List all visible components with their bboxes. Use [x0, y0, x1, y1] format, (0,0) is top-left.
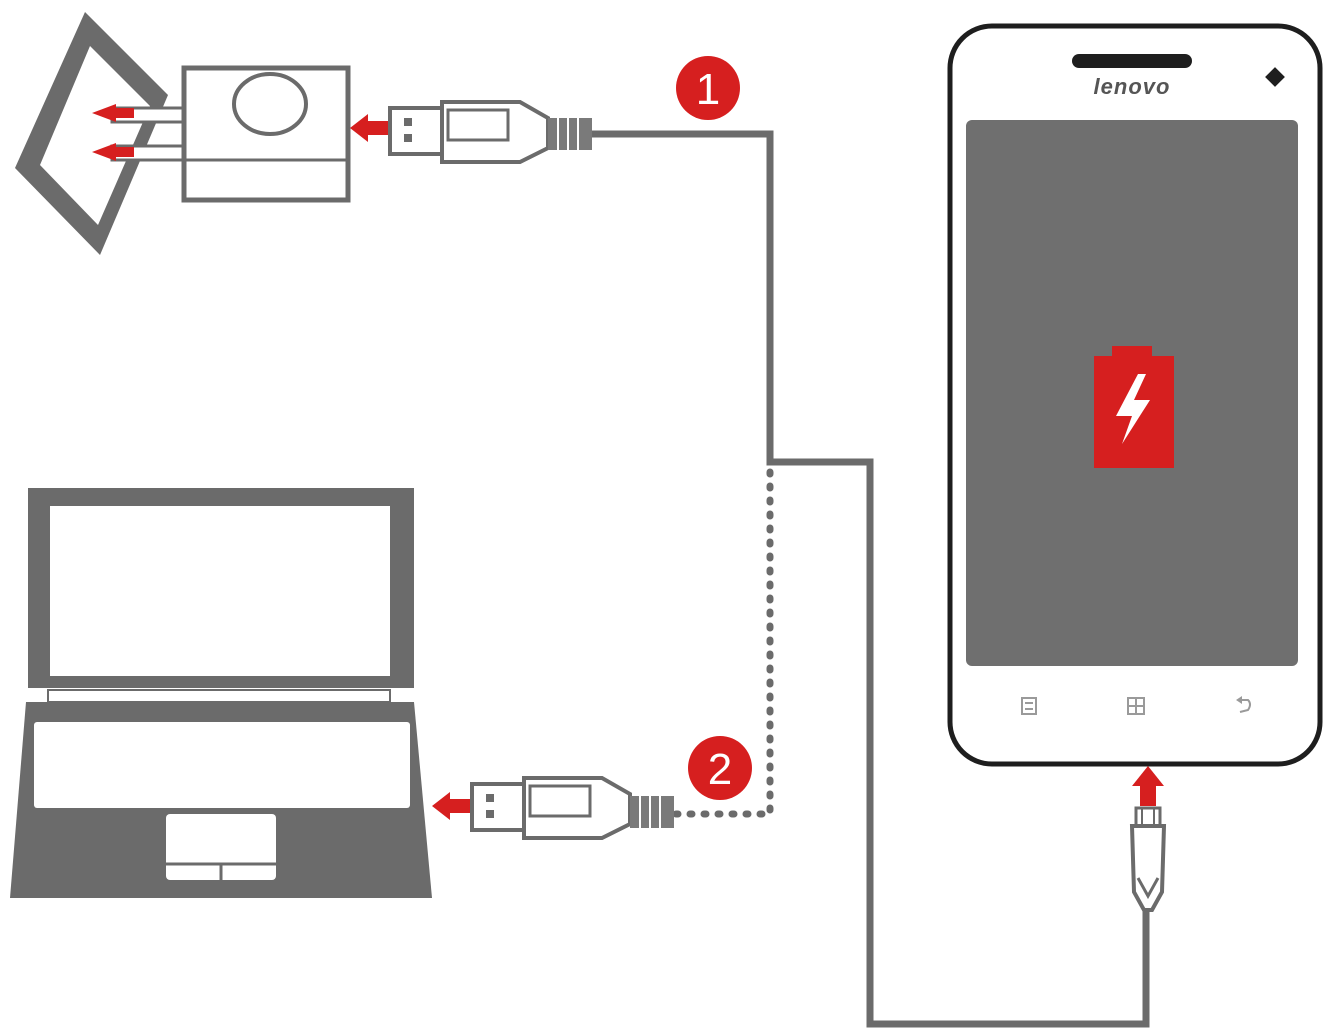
brand-logo: lenovo [1094, 74, 1171, 99]
camera-icon [1265, 67, 1285, 87]
arrow-icon [92, 104, 116, 122]
step-label: 2 [708, 745, 732, 794]
smartphone: lenovo [947, 23, 1323, 767]
back-key-icon[interactable] [1236, 696, 1251, 713]
step-label: 1 [696, 65, 720, 114]
arrow-icon [350, 114, 388, 142]
step-badge-2: 2 [688, 736, 752, 800]
step-badge-1: 1 [676, 56, 740, 120]
usb-plug [470, 776, 674, 840]
laptop [10, 488, 432, 898]
arrow-icon [92, 143, 116, 161]
usb-cable [592, 130, 1150, 1028]
battery-charging-icon [1094, 346, 1174, 468]
wall-adapter [92, 65, 351, 203]
micro-usb-plug [1129, 806, 1167, 912]
home-key-icon[interactable] [1127, 697, 1145, 715]
earpiece [1072, 54, 1192, 68]
arrow-icon [1132, 766, 1164, 806]
arrow-icon [432, 792, 470, 820]
usb-plug [388, 100, 592, 164]
wall-outlet [15, 12, 168, 255]
menu-key-icon[interactable] [1021, 697, 1037, 715]
